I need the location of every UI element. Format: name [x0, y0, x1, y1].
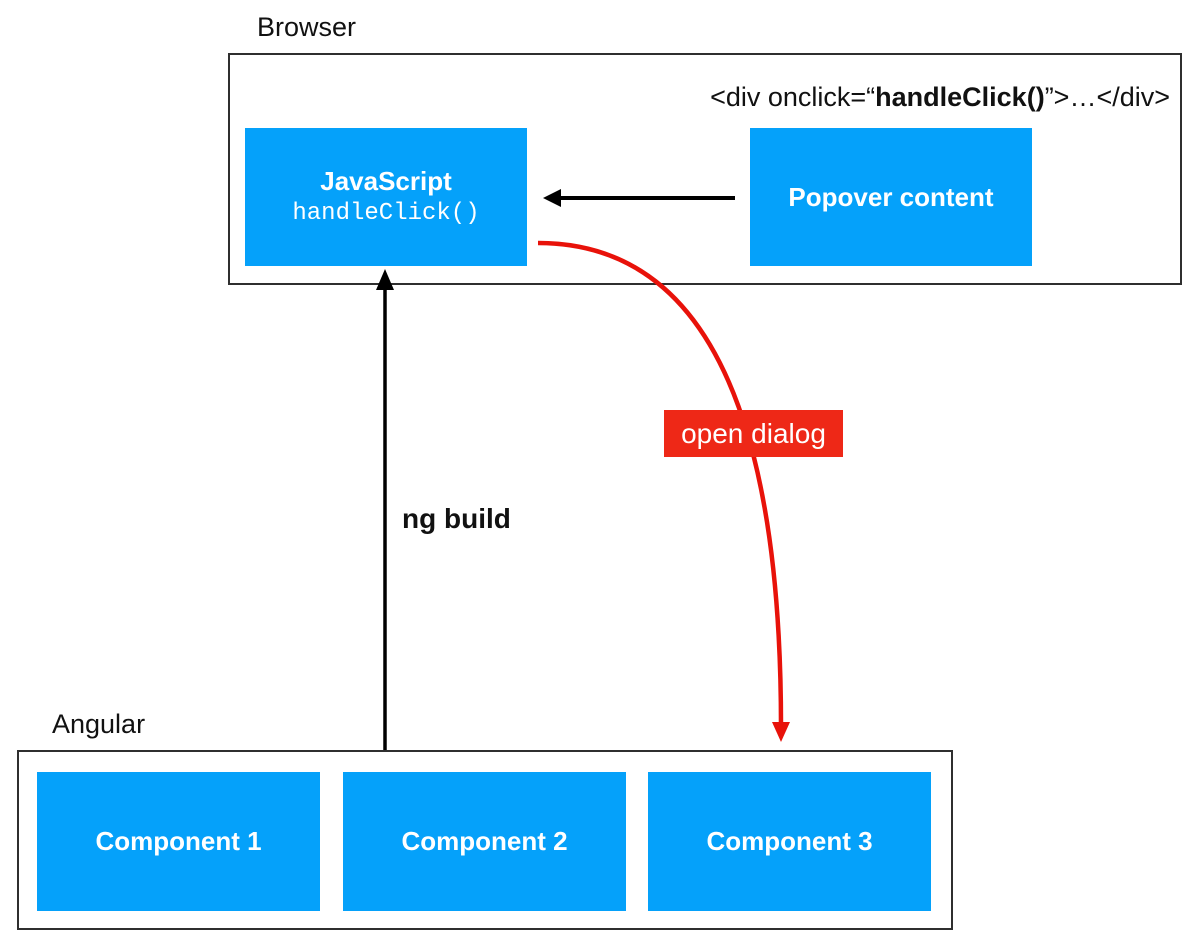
popover-content-label: Popover content — [788, 181, 994, 212]
browser-section-label: Browser — [257, 12, 357, 42]
component-1-label: Component 1 — [95, 826, 262, 857]
angular-section-label: Angular — [52, 709, 146, 739]
arrow-ng-build-up — [376, 269, 394, 750]
component-2-node: Component 2 — [343, 772, 626, 911]
open-dialog-label: open dialog — [664, 410, 843, 457]
ng-build-label: ng build — [402, 503, 511, 534]
component-3-node: Component 3 — [648, 772, 931, 911]
component-2-label: Component 2 — [401, 826, 568, 857]
javascript-node-code: handleClick() — [292, 199, 480, 227]
popover-content-node: Popover content — [750, 128, 1032, 266]
javascript-node-title: JavaScript — [320, 166, 452, 197]
html-code-snippet: <div onclick=“handleClick()”>…</div> — [710, 82, 1170, 113]
javascript-node: JavaScript handleClick() — [245, 128, 527, 266]
arrow-open-dialog-curve — [537, 240, 790, 742]
code-snippet-handler: handleClick() — [875, 82, 1045, 112]
code-snippet-prefix: <div onclick=“ — [710, 82, 876, 112]
component-3-label: Component 3 — [706, 826, 873, 857]
component-1-node: Component 1 — [37, 772, 320, 911]
code-snippet-suffix: ”>…</div> — [1044, 82, 1170, 112]
arrowhead-down-icon — [772, 722, 790, 742]
